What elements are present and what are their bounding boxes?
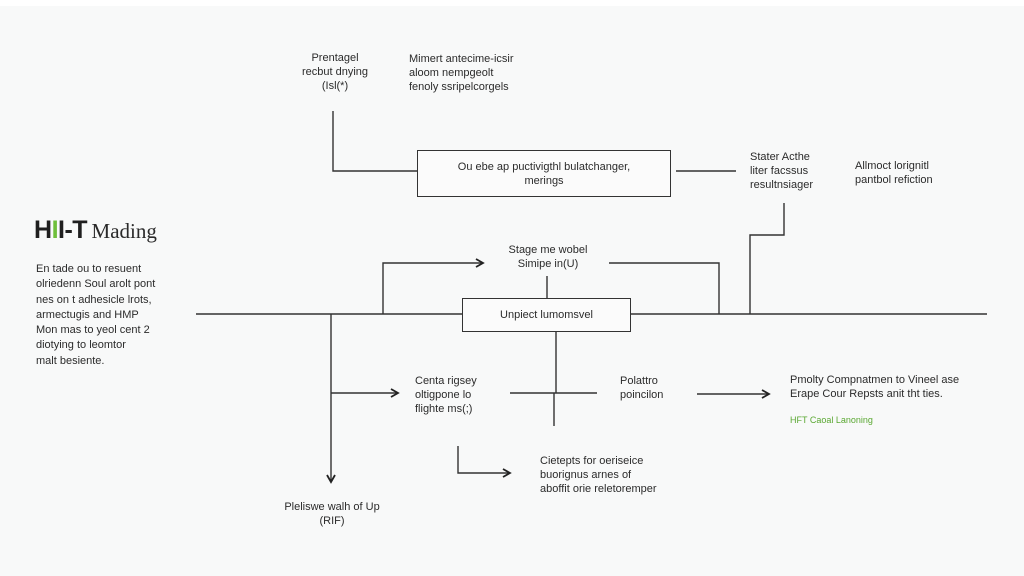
connector-right-label-to-spine [749, 203, 785, 314]
connector-to-bottom-mid-label [457, 446, 512, 478]
node-text: Stater Acthe [750, 151, 810, 163]
node-text: Prentagel [311, 52, 359, 64]
node-text: (Isl(*) [321, 80, 349, 92]
description-line: nes on t adhesicle lrots, [36, 293, 152, 306]
node-text: fenoly ssripelcorgels [409, 81, 509, 93]
description-line: armectugis and HMP [36, 308, 139, 321]
diagram-canvas [0, 6, 1024, 576]
node-top-box[interactable]: Ou ebe ap puctivigthl bulatchanger, meri… [417, 150, 671, 197]
node-text: Polattro [620, 375, 658, 387]
description-paragraph: En tade ou to resuent olriedenn Soul aro… [36, 262, 155, 369]
node-text: buorignus arnes of [540, 469, 632, 481]
connector-spine-to-stage [382, 258, 485, 314]
node-text: Mimert antecime-icsir [409, 53, 514, 65]
node-bottom-mid-label: Cietepts for oeriseice buorignus arnes o… [540, 454, 657, 496]
node-center-box[interactable]: Unpiect lumomsvel [462, 298, 631, 332]
description-line: olriedenn Soul arolt pont [36, 278, 156, 291]
node-text: (RIF) [319, 515, 345, 527]
connector-stage-right-to-spine [609, 262, 720, 314]
node-text: aboffit orie reletoremper [540, 483, 657, 495]
node-far-right-label: Allmoct lorignitl pantbol refiction [855, 159, 933, 187]
node-top-mid-label: Mimert antecime-icsir aloom nempgeolt fe… [409, 52, 514, 94]
description-line: En tade ou to resuent [36, 263, 142, 275]
node-text: Erape Cour Repsts anit tht ties. [790, 388, 943, 400]
node-text: Ou ebe ap puctivigthl bulatchanger, [457, 160, 631, 173]
node-text: Cietepts for oeriseice [540, 455, 644, 467]
node-text: merings [524, 174, 564, 187]
node-text: pantbol refiction [855, 174, 933, 186]
node-text: Pleliswe walh of Up [284, 501, 380, 513]
node-far-right-bottom-label: Pmolty Compnatmen to Vineel ase Erape Co… [790, 373, 959, 401]
description-line: Mon mas to yeol cent 2 [36, 324, 150, 337]
description-line: malt besiente. [36, 354, 105, 367]
title-main: H [34, 216, 52, 244]
node-top-left-label: Prentagel recbut dnying (Isl(*) [292, 51, 378, 93]
node-text: Pmolty Compnatmen to Vineel ase [790, 374, 960, 386]
node-bottom-left-label: Pleliswe walh of Up (RIF) [276, 500, 388, 528]
connector-top-left-to-top-box [332, 111, 418, 172]
node-text: poincilon [620, 389, 664, 401]
node-center-left-label: Centa rigsey oltigpone lo flighte ms(;) [415, 374, 477, 416]
title-suffix: Mading [91, 219, 157, 243]
node-text: Simipe in(U) [517, 258, 579, 270]
node-text: Centa rigsey [415, 375, 477, 387]
node-stage-label: Stage me wobel Simipe in(U) [496, 243, 600, 271]
description-line: diotying to leomtor [36, 339, 126, 352]
node-text: recbut dnying [301, 66, 369, 78]
node-text: aloom nempgeolt [409, 67, 494, 79]
node-right-top-label: Stater Acthe liter facssus resultnsiager [750, 150, 813, 192]
title-rest: I-T [58, 216, 88, 244]
node-text: flighte ms(;) [415, 403, 473, 415]
node-far-right-note: HFT Caoal Lanoning [790, 415, 873, 425]
node-text: Unpiect lumomsvel [500, 309, 593, 321]
node-text: Allmoct lorignitl [855, 160, 929, 172]
title-accent: I [51, 216, 59, 244]
diagram-title: HII-T Mading [34, 216, 157, 245]
node-text: oltigpone lo [415, 389, 472, 401]
title-logo: HII-T [34, 216, 88, 244]
node-center-right-label: Polattro poincilon [620, 374, 663, 402]
node-text: Stage me wobel [508, 244, 588, 256]
node-text: resultnsiager [750, 179, 813, 191]
node-text: liter facssus [750, 165, 809, 177]
